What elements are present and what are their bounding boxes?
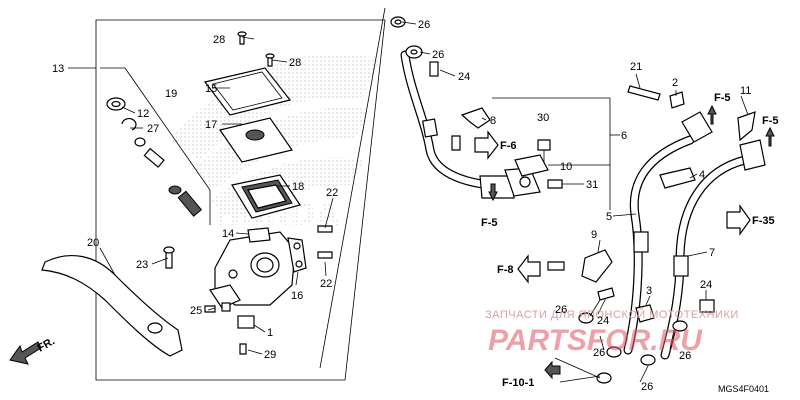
brake-hose-upper xyxy=(400,50,541,199)
hose-stay xyxy=(659,111,756,189)
callout-24-right: 24 xyxy=(700,279,712,291)
callout-4: 4 xyxy=(699,169,705,181)
piston-boot xyxy=(106,97,126,111)
hose-stay-9 xyxy=(581,249,613,283)
callout-23: 23 xyxy=(136,259,148,271)
watermark: ЗАПЧАСТИ ДЛЯ ЯПОНСКОЙ МОТОТЕХНИКИ PARTSF… xyxy=(485,308,739,357)
callout-29: 29 xyxy=(264,349,276,361)
ref-label-f10-1: F-10-1 xyxy=(502,377,534,389)
ref-arrow-f5-top xyxy=(707,104,717,125)
callout-26-middle: 26 xyxy=(593,347,605,359)
callout-20: 20 xyxy=(87,237,99,249)
callout-1: 1 xyxy=(267,327,273,339)
ref-label-f8: F-8 xyxy=(497,264,514,276)
callout-17: 17 xyxy=(205,119,217,131)
ref-label-f5-left: F-5 xyxy=(481,217,498,229)
leader-lines xyxy=(99,21,749,383)
master-cylinder-holder xyxy=(287,237,307,273)
callout-11: 11 xyxy=(740,85,751,97)
bolt-21-stay xyxy=(547,261,565,271)
callout-26-bottom: 26 xyxy=(641,381,653,393)
callout-6: 6 xyxy=(621,130,627,142)
bolt-31 xyxy=(547,179,563,189)
callout-26-top: 26 xyxy=(418,19,430,31)
reservoir-plate xyxy=(219,117,293,163)
callout-27: 27 xyxy=(147,123,159,135)
ref-label-f5-top: F-5 xyxy=(714,92,731,104)
callout-12: 12 xyxy=(137,108,149,120)
callout-24-upper: 24 xyxy=(458,71,470,83)
callout-2: 2 xyxy=(672,77,678,89)
callout-14: 14 xyxy=(222,228,234,240)
callout-22-upper: 22 xyxy=(326,187,338,199)
callout-5: 5 xyxy=(606,211,612,223)
bleed-valve xyxy=(221,302,255,329)
callout-24-lower: 24 xyxy=(597,315,609,327)
callout-28-left: 28 xyxy=(213,34,225,46)
piston-set xyxy=(134,137,203,217)
bolts-24-lower xyxy=(597,287,715,313)
callout-numbers: 1 2 3 4 5 6 7 8 9 10 11 12 13 14 15 16 1… xyxy=(52,19,751,393)
master-cylinder-body xyxy=(209,231,296,309)
joint-10 xyxy=(514,154,549,177)
ref-arrow-f8 xyxy=(517,254,541,284)
callout-15: 15 xyxy=(205,83,217,95)
watermark-logo: PARTSFOR.RU xyxy=(488,324,703,357)
callout-30: 30 xyxy=(537,112,549,124)
right-hose-group-outline xyxy=(492,97,620,210)
callout-26-right: 26 xyxy=(679,350,691,362)
watermark-text: ЗАПЧАСТИ ДЛЯ ЯПОНСКОЙ МОТОТЕХНИКИ xyxy=(485,308,739,321)
callout-26-left: 26 xyxy=(555,304,567,316)
clip-2 xyxy=(669,91,685,109)
ref-label-f6: F-6 xyxy=(500,140,517,152)
ref-arrow-f6 xyxy=(474,130,499,160)
callout-26-second: 26 xyxy=(432,49,444,61)
front-arrow xyxy=(9,341,42,365)
hose-clamp xyxy=(451,107,491,151)
ref-arrow-f5-left xyxy=(488,183,498,202)
callout-7: 7 xyxy=(709,247,715,259)
callout-16: 16 xyxy=(291,290,303,302)
brake-lever xyxy=(41,255,183,357)
callout-22-lower: 22 xyxy=(320,278,332,290)
ref-label-f35: F-35 xyxy=(752,215,775,227)
brake-hose-left xyxy=(623,111,713,355)
callout-9: 9 xyxy=(591,229,597,241)
callout-8: 8 xyxy=(490,115,496,127)
callout-21: 21 xyxy=(630,61,642,73)
brake-switch xyxy=(247,227,271,243)
callout-3: 3 xyxy=(646,285,652,297)
washers-lower xyxy=(578,312,688,384)
ref-label-f5-right: F-5 xyxy=(762,115,779,127)
banjo-washers xyxy=(390,16,439,77)
callout-19: 19 xyxy=(165,88,177,100)
clip-3 xyxy=(635,304,655,323)
callout-18: 18 xyxy=(292,181,304,193)
holder-bolts xyxy=(163,225,333,355)
front-label: FR. xyxy=(36,335,57,354)
callout-31: 31 xyxy=(586,179,598,191)
cap-screws xyxy=(237,31,275,67)
callout-13: 13 xyxy=(52,63,64,75)
caliper-lead xyxy=(554,357,601,383)
reservoir-diaphragm xyxy=(231,174,301,219)
ref-arrow-f35 xyxy=(726,204,751,236)
callout-25: 25 xyxy=(190,305,202,317)
brake-hose-right xyxy=(660,139,766,360)
ref-arrow-f5-right xyxy=(765,126,775,147)
ref-arrow-f101 xyxy=(544,360,561,380)
reservoir-cap xyxy=(203,67,292,116)
callout-10: 10 xyxy=(560,161,572,173)
bolt-21 xyxy=(627,85,661,101)
callout-28-right: 28 xyxy=(289,57,301,69)
diagram-code: MGS4F0401 xyxy=(718,384,769,394)
bolt-30 xyxy=(537,139,551,162)
master-cylinder-group-outline xyxy=(68,7,386,381)
